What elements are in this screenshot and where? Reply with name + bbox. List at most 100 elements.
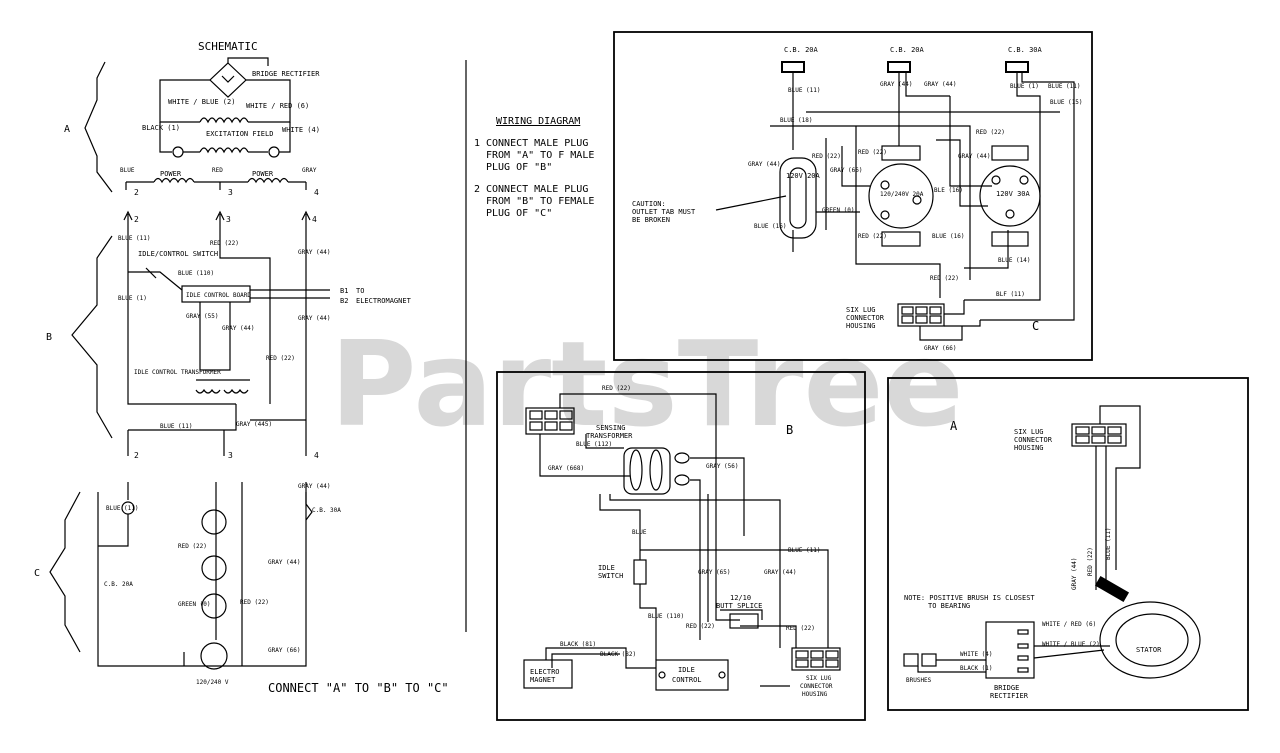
sensing-transformer-line-1: SENSING <box>596 424 626 432</box>
bridge-rectifier-symbol <box>159 57 291 112</box>
excitation-field-coil <box>159 112 291 158</box>
b-blue-wire: BLUE <box>632 529 647 536</box>
sensing-transformer <box>623 447 690 495</box>
caution-line-2: OUTLET TAB MUST <box>632 208 696 216</box>
idle-control-line-2: CONTROL <box>672 676 702 684</box>
breaker-2-label: C.B. 20A <box>890 46 925 54</box>
breaker-1-label: C.B. 20A <box>784 46 819 54</box>
b-bottom-3: 3 <box>228 451 233 460</box>
b2-label: B2 <box>340 297 348 305</box>
panel-b-six-lug-top <box>525 407 575 435</box>
a-six-lug-line-2: CONNECTOR <box>1014 436 1053 444</box>
b-black-81-wire: BLACK (81) <box>560 641 596 648</box>
c-blue-18-wire: BLUE (18) <box>780 117 813 124</box>
panel-a-label: A <box>950 419 958 433</box>
c-cb-20a-label: C.B. 20A <box>104 581 133 588</box>
b-terminal-3: 3 <box>226 215 231 224</box>
c-gray-44-label: GRAY (44) <box>298 483 331 490</box>
caution-line-3: BE BROKEN <box>632 216 670 224</box>
idle-control-line-1: IDLE <box>678 666 695 674</box>
a-six-lug-line-3: HOUSING <box>1014 444 1044 452</box>
note-line-1: NOTE: POSITIVE BRUSH IS CLOSEST <box>904 594 1035 602</box>
excitation-field-label: EXCITATION FIELD <box>206 130 273 138</box>
wiring-diagram-title: WIRING DIAGRAM <box>496 116 580 127</box>
c-six-lug-line-1: SIX LUG <box>846 306 876 314</box>
b-bottom-4: 4 <box>314 451 319 460</box>
power-left-label: POWER <box>160 170 182 178</box>
b-gray-445-label: GRAY (445) <box>236 421 272 428</box>
c-blue-16-wire: BLUE (16) <box>754 223 787 230</box>
panel-c: C C.B. 20A C.B. 20A C.B. 30A <box>613 31 1093 361</box>
black-label: BLACK (1) <box>142 124 180 132</box>
terminal-4: 4 <box>314 188 319 197</box>
b-blue-110-label: BLUE (110) <box>178 270 214 277</box>
c-blue-1-wire: BLUE (1) <box>1010 83 1039 90</box>
b-black-82-wire: BLACK (82) <box>600 651 636 658</box>
c-red-22b-label: RED (22) <box>240 599 269 606</box>
terminal-3: 3 <box>228 188 233 197</box>
idle-control-box <box>655 659 729 691</box>
step-2-line-2: FROM "B" TO FEMALE <box>486 196 594 207</box>
b-gray-56-wire: GRAY (56) <box>706 463 739 470</box>
a-white-red-label: WHITE / RED (6) <box>1042 621 1096 628</box>
breaker-3-label: C.B. 30A <box>1008 46 1043 54</box>
brushes-label: BRUSHES <box>906 677 932 684</box>
c-red-22-wire: RED (22) <box>812 153 841 160</box>
idle-switch-line-2: SWITCH <box>598 572 623 580</box>
c-outlet-label: 120/240 V <box>196 679 229 686</box>
watermark: PartsTree <box>330 315 964 453</box>
c-red-22-label: RED (22) <box>178 543 207 550</box>
b-blue-11b-label: BLUE (11) <box>160 423 193 430</box>
stator-label: STATOR <box>1136 646 1162 654</box>
b-gray-44-wire: GRAY (44) <box>764 569 797 576</box>
terminal-2: 2 <box>134 188 139 197</box>
b-blue-110-wire: BLUE (110) <box>648 613 684 620</box>
a-bridge-rectifier-line-1: BRIDGE <box>994 684 1019 692</box>
electromagnet-label: ELECTROMAGNET <box>356 297 412 305</box>
a-bridge-rectifier-line-2: RECTIFIER <box>990 692 1029 700</box>
bridge-rectifier-label: BRIDGE RECTIFIER <box>252 70 320 78</box>
b-gray-44-label: GRAY (44) <box>298 249 331 256</box>
panel-a: A SIX LUG CONNECTOR HOUSING GRAY (44) RE… <box>887 377 1249 711</box>
outlet-120-240v-20a <box>868 145 934 247</box>
section-label-a: A <box>64 124 70 135</box>
panel-a-six-lug-housing <box>1071 405 1141 590</box>
idle-switch-line-1: IDLE <box>598 564 615 572</box>
panel-c-label: C <box>1032 319 1039 333</box>
c-blue-11-label: BLUE (11) <box>106 505 139 512</box>
b-terminal-2: 2 <box>134 215 139 224</box>
b-gray-65-wire: GRAY (65) <box>698 569 731 576</box>
c-six-lug-line-2: CONNECTOR <box>846 314 885 322</box>
b-six-lug-line-1: SIX LUG <box>806 675 832 682</box>
c-blf-wire: BLF (11) <box>996 291 1025 298</box>
idle-control-transformer-label: IDLE CONTROL TRANSFORMER <box>134 369 221 376</box>
wire-gray-label: GRAY <box>302 167 317 174</box>
idle-switch-symbol <box>633 559 647 585</box>
section-brace-b <box>71 235 113 439</box>
electromagnet-line-1: ELECTRO <box>530 668 560 676</box>
panel-b-wiring <box>539 393 829 687</box>
step-2-line-1: CONNECT MALE PLUG <box>486 184 588 195</box>
outlet-120v-20a <box>779 157 817 239</box>
b-blue-11-wire: BLUE (11) <box>788 547 821 554</box>
idle-control-switch-label: IDLE/CONTROL SWITCH <box>138 250 218 258</box>
a-gray-44-wire: GRAY (44) <box>1071 557 1078 590</box>
b-gray-668-wire: GRAY (668) <box>548 465 584 472</box>
step-1-line-1: CONNECT MALE PLUG <box>486 138 588 149</box>
c-red-22c-wire: RED (22) <box>976 129 1005 136</box>
idle-control-board-label: IDLE CONTROL BOARD <box>186 292 251 299</box>
c-gray-66b-wire: GRAY (66) <box>924 345 957 352</box>
c-blue-14-wire: BLUE (14) <box>998 257 1031 264</box>
panel-b: B <box>496 371 866 721</box>
outlet-2-rating: 120/240V 20A <box>880 191 924 198</box>
b-red-22-label: RED (22) <box>210 240 239 247</box>
a-white-blue-label: WHITE / BLUE (2) <box>1042 641 1100 648</box>
step-1-line-2: FROM "A" TO F MALE <box>486 150 594 161</box>
c-red-22d-wire: RED (22) <box>858 233 887 240</box>
schematic-title: SCHEMATIC <box>198 40 258 53</box>
c-cb-30a-label: C.B. 30A <box>312 507 341 514</box>
b-bottom-2: 2 <box>134 451 139 460</box>
white-red-label: WHITE / RED (6) <box>246 102 309 110</box>
electromagnet-line-2: MAGNET <box>530 676 556 684</box>
